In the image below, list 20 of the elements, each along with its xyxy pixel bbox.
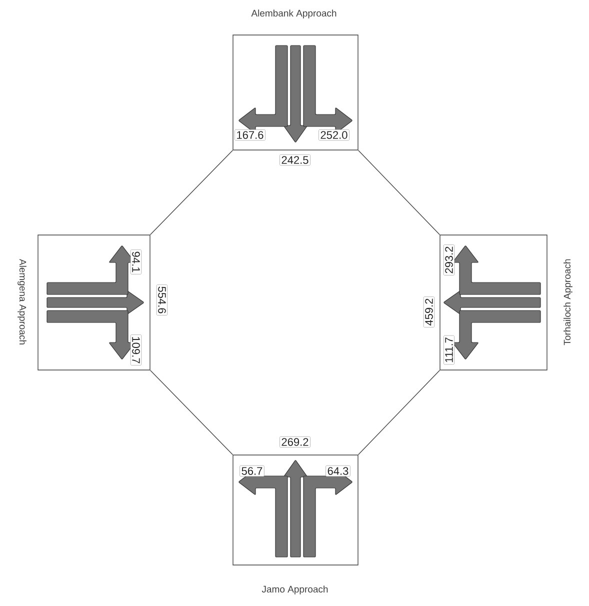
volume-label: 56.7 [240, 465, 264, 477]
volume-label: 94.1 [130, 250, 142, 274]
connector-line [150, 370, 233, 455]
volume-label: 167.6 [234, 129, 266, 141]
volume-label: 293.2 [443, 244, 455, 276]
node-label: Alembank Approach [251, 10, 336, 18]
node-label: Alemgena Approach [18, 258, 26, 344]
volume-label: 64.3 [326, 465, 350, 477]
volume-label: 459.2 [423, 296, 435, 328]
connector-line [358, 150, 440, 235]
volume-label: 269.2 [280, 436, 310, 448]
volume-label: 242.5 [280, 154, 310, 166]
connector-line [358, 370, 440, 455]
node-label: Torhailoch Approach [564, 259, 572, 346]
volume-label: 111.7 [444, 335, 454, 365]
volume-label: 554.6 [156, 284, 168, 316]
volume-label: 109.7 [130, 334, 142, 366]
connector-line [150, 150, 233, 235]
volume-label: 252.0 [318, 129, 350, 141]
node-label: Jamo Approach [262, 586, 328, 594]
